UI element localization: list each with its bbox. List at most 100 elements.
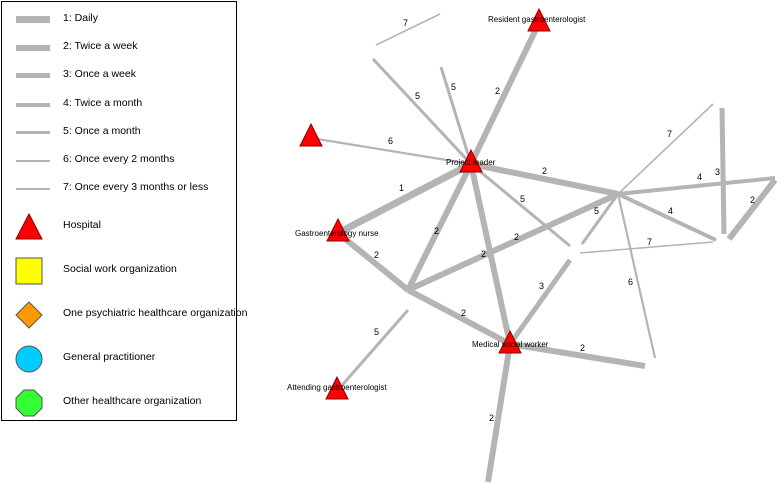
legend-item-other: Other healthcare organization <box>2 388 236 420</box>
legend-item-once-month: 5: Once a month <box>2 123 236 143</box>
legend-item-psychiatric: One psychiatric healthcare organization <box>2 300 247 332</box>
legend-line-twice-week <box>16 45 50 51</box>
edge-label: 7 <box>647 237 652 247</box>
legend-label: 7: Once every 3 months or less <box>63 181 209 193</box>
edge-label: 2 <box>489 413 494 423</box>
node-label-gastro-nurse: Gastroenterology nurse <box>295 229 379 238</box>
legend-label: Social work organization <box>63 263 177 275</box>
diamond-icon <box>15 301 43 329</box>
edge-line <box>375 13 441 46</box>
edge-label: 2 <box>481 249 486 259</box>
edge-label: 6 <box>628 277 633 287</box>
legend-label: One psychiatric healthcare organization <box>63 307 248 319</box>
edge-line <box>485 343 513 483</box>
edge-line <box>405 162 474 292</box>
legend-line-twice-month <box>16 103 50 107</box>
legend-label: General practitioner <box>63 351 156 363</box>
edge-label: 2 <box>461 308 466 318</box>
edge-label: 4 <box>668 206 673 216</box>
edge-line <box>335 309 410 392</box>
edge-line <box>719 107 727 235</box>
legend-line-once-week <box>16 73 50 78</box>
legend-label: 6: Once every 2 months <box>63 153 175 165</box>
edge-label: 4 <box>697 172 702 182</box>
octagon-icon <box>15 389 43 417</box>
edge-label: 7 <box>667 129 672 139</box>
edge-line <box>617 192 717 242</box>
edge-line <box>336 230 410 293</box>
edge-label: 3 <box>539 281 544 291</box>
legend-label: 2: Twice a week <box>63 40 138 52</box>
hospital-node-gastro-nurse <box>326 217 350 242</box>
edge-label: 2 <box>514 232 519 242</box>
legend-item-every-2-months: 6: Once every 2 months <box>2 151 236 171</box>
edge-line <box>406 191 620 293</box>
legend-line-every-3-months <box>16 188 50 190</box>
node-label-attending: Attending gastroenterologist <box>287 383 387 392</box>
edge-label: 2 <box>542 166 547 176</box>
nodes <box>299 7 551 400</box>
edge-line <box>617 103 714 195</box>
edge-label: 6 <box>388 136 393 146</box>
edge-label: 5 <box>520 194 525 204</box>
edges <box>310 13 778 483</box>
legend-item-twice-month: 4: Twice a month <box>2 95 236 115</box>
edge-line <box>468 21 542 166</box>
legend-item-daily: 1: Daily <box>2 10 236 30</box>
edge-line <box>507 258 573 346</box>
edge-line <box>439 66 473 165</box>
legend: 1: Daily 2: Twice a week 3: Once a week … <box>1 1 247 421</box>
edge-line <box>580 193 620 245</box>
edge-label: 2 <box>374 250 379 260</box>
hospital-node-attending <box>325 375 349 400</box>
square-icon <box>15 257 43 285</box>
hospital-node-medical-social <box>498 329 522 354</box>
node-labels: Resident gastroenterologist Project lead… <box>287 15 586 392</box>
legend-label: Hospital <box>63 219 101 231</box>
hospital-node-project-leader <box>459 148 483 173</box>
legend-label: Other healthcare organization <box>63 395 202 407</box>
edge-label: 5 <box>594 206 599 216</box>
legend-item-once-week: 3: Once a week <box>2 66 236 86</box>
edge-label: 3 <box>715 167 720 177</box>
edge-label: 2 <box>580 343 585 353</box>
edge-line <box>579 241 714 254</box>
legend-item-hospital: Hospital <box>2 212 236 244</box>
edge-label: 5 <box>374 327 379 337</box>
circle-icon <box>15 345 43 373</box>
edge-line <box>617 176 776 196</box>
edge-line <box>310 136 472 166</box>
legend-label: 3: Once a week <box>63 68 136 80</box>
edge-line <box>509 341 646 369</box>
edge-label: 7 <box>403 18 408 28</box>
edge-label: 2 <box>495 86 500 96</box>
node-label-medical-social: Medical social worker <box>472 340 549 349</box>
hospital-node-unlabeled <box>299 122 323 147</box>
legend-line-every-2-months <box>16 160 50 162</box>
edge-line <box>470 162 571 248</box>
edge-label: 5 <box>415 91 420 101</box>
legend-label: 5: Once a month <box>63 125 141 137</box>
legend-item-gp: General practitioner <box>2 344 236 376</box>
triangle-icon <box>15 212 43 240</box>
legend-label: 1: Daily <box>63 12 99 24</box>
hospital-node-resident <box>527 7 551 32</box>
legend-item-twice-week: 2: Twice a week <box>2 38 236 58</box>
legend-item-social-work: Social work organization <box>2 256 236 288</box>
edge-label: 2 <box>434 226 439 236</box>
edge-line <box>470 161 619 197</box>
legend-line-daily <box>16 16 50 23</box>
edge-line <box>406 287 512 347</box>
legend-item-every-3-months: 7: Once every 3 months or less <box>2 179 236 199</box>
edge-line <box>371 57 473 166</box>
node-label-resident: Resident gastroenterologist <box>488 15 586 24</box>
edge-line <box>336 160 473 237</box>
edge-label: 2 <box>750 195 755 205</box>
edge-line <box>726 178 778 241</box>
edge-label: 5 <box>451 82 456 92</box>
node-label-project-leader: Project leader <box>446 158 496 167</box>
edge-label: 1 <box>399 183 404 193</box>
legend-label: 4: Twice a month <box>63 97 143 109</box>
edge-labels: 2 5 5 6 1 2 2 5 2 2 2 5 3 2 2 6 7 4 4 7 … <box>374 18 755 423</box>
